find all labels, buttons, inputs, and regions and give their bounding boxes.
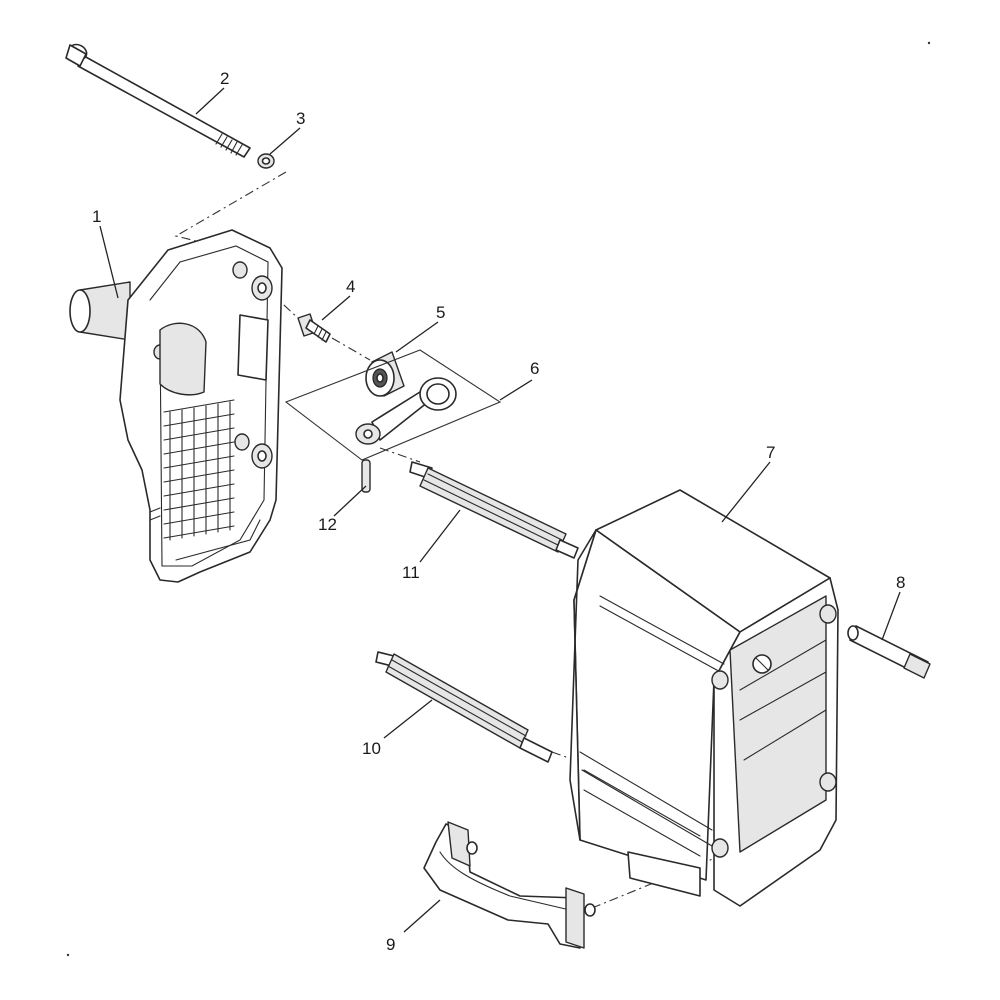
part-8-short-shaft	[847, 625, 931, 679]
part-9-handle	[423, 821, 596, 949]
leader-6	[499, 379, 533, 401]
leader-2	[195, 87, 225, 115]
callout-8: 8	[896, 573, 905, 592]
vent-slots	[163, 399, 235, 541]
part-7-housing	[569, 489, 839, 907]
callout-4: 4	[346, 277, 355, 296]
leader-3	[269, 127, 301, 155]
leader-1	[99, 225, 119, 299]
callout-10: 10	[362, 739, 381, 758]
callout-6: 6	[530, 359, 539, 378]
callout-1: 1	[92, 207, 101, 226]
callout-11: 11	[402, 563, 420, 582]
part-3-washer	[257, 153, 275, 169]
part-6-connecting-rod	[355, 377, 457, 445]
part-5-bearing	[365, 351, 405, 397]
leader-4	[321, 295, 351, 321]
callout-3: 3	[296, 109, 305, 128]
callout-7: 7	[766, 443, 775, 462]
leader-11	[419, 509, 461, 563]
callout-12: 12	[318, 515, 337, 534]
part-10-lower-shaft	[375, 651, 553, 763]
speck-top-right	[927, 41, 931, 45]
leader-10	[383, 699, 433, 739]
part-11-upper-shaft	[409, 461, 579, 559]
part-4-small-bolt	[297, 313, 331, 343]
alignment-line-bolt	[269, 291, 371, 361]
part-1-end-cover	[69, 229, 283, 583]
speck-bottom-left	[66, 953, 70, 957]
callout-5: 5	[436, 303, 445, 322]
leader-5	[395, 321, 439, 353]
leader-12	[333, 485, 367, 517]
assembly-outline-5-6	[284, 349, 502, 461]
leader-8	[881, 591, 901, 641]
callout-9: 9	[386, 935, 395, 954]
callout-2: 2	[220, 69, 229, 88]
leader-9	[403, 899, 441, 933]
part-2-long-bolt	[65, 43, 251, 158]
alignment-line-shaft	[379, 447, 421, 463]
part-12-pin	[361, 459, 371, 493]
leader-7	[721, 461, 771, 523]
